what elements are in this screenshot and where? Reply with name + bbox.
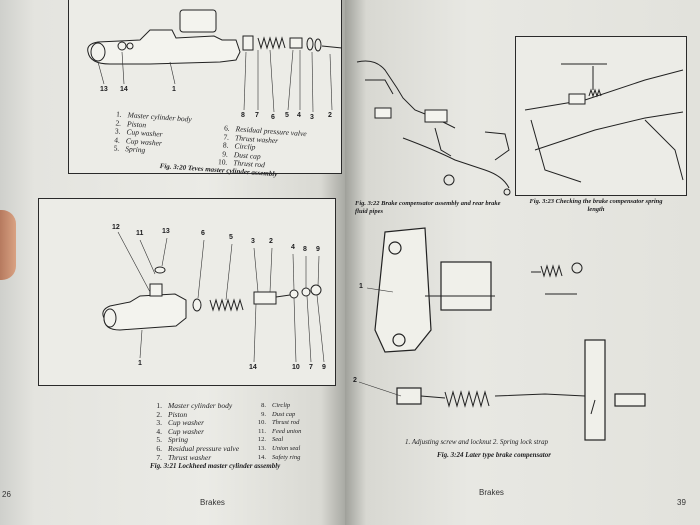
fig21-callout: 8	[303, 246, 307, 253]
fig20-illustration	[87, 9, 343, 113]
fig24-illustration	[358, 227, 646, 441]
thumb-holding-page	[0, 210, 16, 280]
fig21-callout: 3	[251, 238, 255, 245]
fig24-callout: 1	[359, 283, 363, 290]
fig20-callout: 14	[120, 86, 128, 93]
fig21-caption: Fig. 3:21 Lockheed master cylinder assem…	[150, 462, 281, 470]
left-running-head: Brakes	[200, 498, 225, 507]
left-page: 13 14 1 8 7 6 5 4 3 2 1.Master cylinder …	[0, 0, 345, 525]
fig23-caption: Fig. 3:23 Checking the brake compensator…	[529, 198, 663, 213]
fig24-legend: 1. Adjusting screw and locknut 2. Spring…	[405, 438, 549, 446]
fig22-caption: Fig. 3:22 Brake compensator assembly and…	[355, 200, 501, 215]
fig21-callout: 2	[269, 238, 273, 245]
fig21-callout: 4	[291, 244, 295, 251]
fig21-callout: 5	[229, 234, 233, 241]
fig21-illustration	[102, 231, 325, 363]
fig20-callout: 8	[241, 112, 245, 119]
fig21-legend-col2: 8.Circlip 9.Dust cap 10.Thrust rod 11.Fe…	[257, 402, 302, 461]
fig24-callout: 2	[353, 377, 357, 384]
fig21-callout: 13	[162, 228, 170, 235]
left-page-number: 26	[2, 490, 11, 499]
fig21-callout: 1	[138, 360, 142, 367]
right-page: Fig. 3:22 Brake compensator assembly and…	[345, 0, 700, 525]
fig20-callout: 13	[100, 86, 108, 93]
fig20-callout: 6	[271, 114, 275, 121]
fig21-legend-col1: 1.Master cylinder body 2.Piston 3.Cup wa…	[156, 401, 240, 462]
fig20-callout: 4	[297, 112, 301, 119]
fig22-illustration	[356, 60, 511, 196]
right-page-number: 39	[677, 498, 686, 507]
fig20-callout: 3	[310, 114, 314, 121]
fig21-callout: 11	[136, 230, 144, 237]
fig21-callout: 9	[316, 246, 320, 253]
fig21-frame	[38, 198, 336, 386]
fig21-callout: 9	[322, 364, 326, 371]
fig21-callout: 12	[112, 224, 120, 231]
fig21-callout: 14	[249, 364, 257, 371]
fig20-callout: 5	[285, 112, 289, 119]
right-running-head: Brakes	[479, 488, 504, 497]
fig23-illustration	[524, 63, 684, 183]
fig20-callout: 7	[255, 112, 259, 119]
fig21-callout: 6	[201, 230, 205, 237]
fig21-callout: 10	[292, 364, 300, 371]
fig20-callout: 1	[172, 86, 176, 93]
fig21-callout: 7	[309, 364, 313, 371]
fig20-callout: 2	[328, 112, 332, 119]
fig24-caption: Fig. 3:24 Later type brake compensator	[437, 451, 551, 459]
